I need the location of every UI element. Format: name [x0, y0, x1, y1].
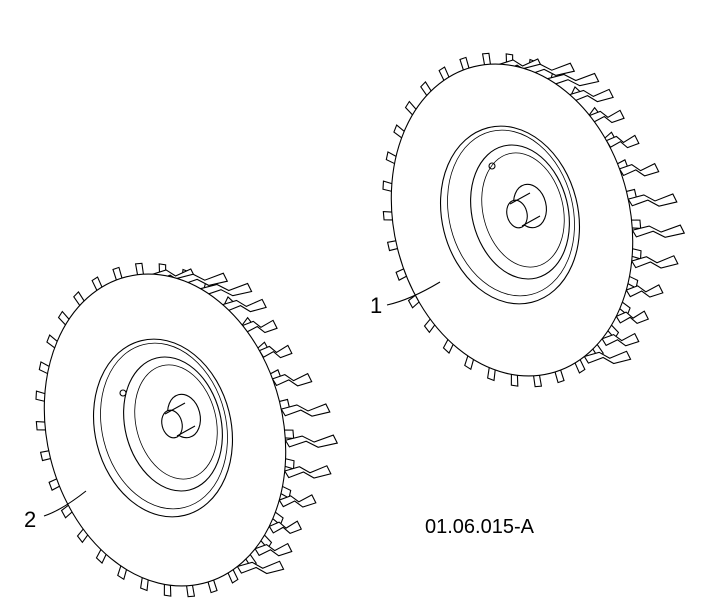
tread-lug: [227, 569, 239, 584]
wheel-assembly-2: [35, 262, 339, 598]
rim-outer: [92, 338, 234, 518]
tread-lug: [117, 565, 128, 581]
axle-bore: [506, 199, 528, 229]
tread-block: [241, 319, 278, 334]
tread-block: [221, 298, 267, 313]
tread-block: [280, 403, 331, 417]
tread-lug: [272, 511, 284, 526]
tread-lug: [627, 275, 639, 289]
tread-lug: [395, 268, 407, 281]
valve-stem: [119, 389, 127, 397]
rim-lip: [100, 342, 228, 510]
tread-block: [546, 72, 600, 87]
rim-inner: [470, 144, 570, 280]
axle-bore: [161, 409, 183, 439]
tread-block: [601, 332, 640, 347]
wheel-assembly-1: [382, 52, 686, 388]
tread-lug: [57, 310, 70, 326]
tread-block: [284, 434, 339, 448]
tread-block: [615, 310, 650, 324]
callout-1: 1: [370, 281, 441, 318]
tread-lug: [39, 450, 51, 462]
tread-block: [568, 88, 614, 103]
drawing-number: 01.06.015-A: [425, 516, 535, 538]
tread-block: [588, 109, 625, 124]
tread-lug: [420, 81, 432, 96]
tread-block: [268, 520, 303, 534]
rim-well: [134, 364, 218, 480]
tread-lug: [607, 324, 620, 340]
tread-lug: [73, 291, 85, 306]
tread-block: [258, 344, 293, 359]
tread-block: [199, 282, 253, 297]
rim-well: [481, 152, 565, 268]
tread-lug: [134, 262, 144, 275]
tread-lug: [487, 367, 496, 382]
tread-lug: [619, 301, 631, 316]
callout-2-label: 2: [24, 507, 36, 532]
tread-lug: [260, 534, 273, 550]
tread-lug: [186, 585, 196, 598]
tread-lug: [574, 359, 586, 374]
valve-stem: [488, 162, 496, 170]
tread-lug: [112, 266, 123, 281]
tread-lug: [631, 248, 642, 260]
tread-lug: [140, 577, 149, 592]
tread-lug: [48, 478, 60, 491]
tread-block: [271, 372, 313, 387]
tread-lug: [284, 429, 295, 440]
tread-block: [625, 284, 664, 298]
tread-lug: [533, 375, 543, 388]
tire-tread-lugs: [35, 262, 339, 598]
tread-lug: [385, 151, 397, 165]
tread-lug: [404, 100, 417, 116]
tread-block: [278, 494, 317, 508]
callout-1-leader: [386, 281, 441, 306]
tread-block: [627, 193, 678, 207]
callout-2: 2: [24, 490, 87, 532]
rim-inner: [123, 356, 223, 492]
tire-tread-lugs: [382, 52, 686, 388]
tread-lug: [386, 240, 398, 252]
tread-lug: [631, 219, 642, 230]
tread-block: [236, 560, 285, 575]
tread-lug: [91, 276, 103, 291]
rim-lip: [447, 129, 575, 297]
tread-block: [283, 465, 332, 479]
tread-block: [630, 255, 679, 269]
tread-block: [618, 162, 660, 177]
tread-lug: [393, 124, 405, 139]
tread-lug: [554, 369, 565, 384]
tread-lug: [163, 584, 172, 597]
tread-lug: [46, 334, 58, 349]
tread-lug: [459, 56, 470, 71]
tread-lug: [464, 355, 475, 371]
tread-block: [605, 134, 640, 149]
tread-lug: [438, 66, 450, 81]
tread-lug: [35, 420, 46, 431]
tread-lug: [382, 180, 393, 192]
tread-lug: [280, 485, 292, 499]
tread-block: [583, 350, 632, 365]
tread-lug: [481, 52, 491, 65]
callout-1-label: 1: [370, 293, 382, 318]
tread-lug: [207, 579, 218, 594]
tread-lug: [38, 361, 50, 375]
tread-block: [631, 224, 686, 238]
callout-2-leader: [43, 490, 87, 517]
tread-lug: [382, 210, 393, 221]
rim-outer: [439, 125, 581, 305]
tread-block: [254, 542, 293, 557]
tread-lug: [284, 458, 295, 470]
tread-lug: [510, 374, 519, 387]
tread-lug: [35, 390, 46, 402]
